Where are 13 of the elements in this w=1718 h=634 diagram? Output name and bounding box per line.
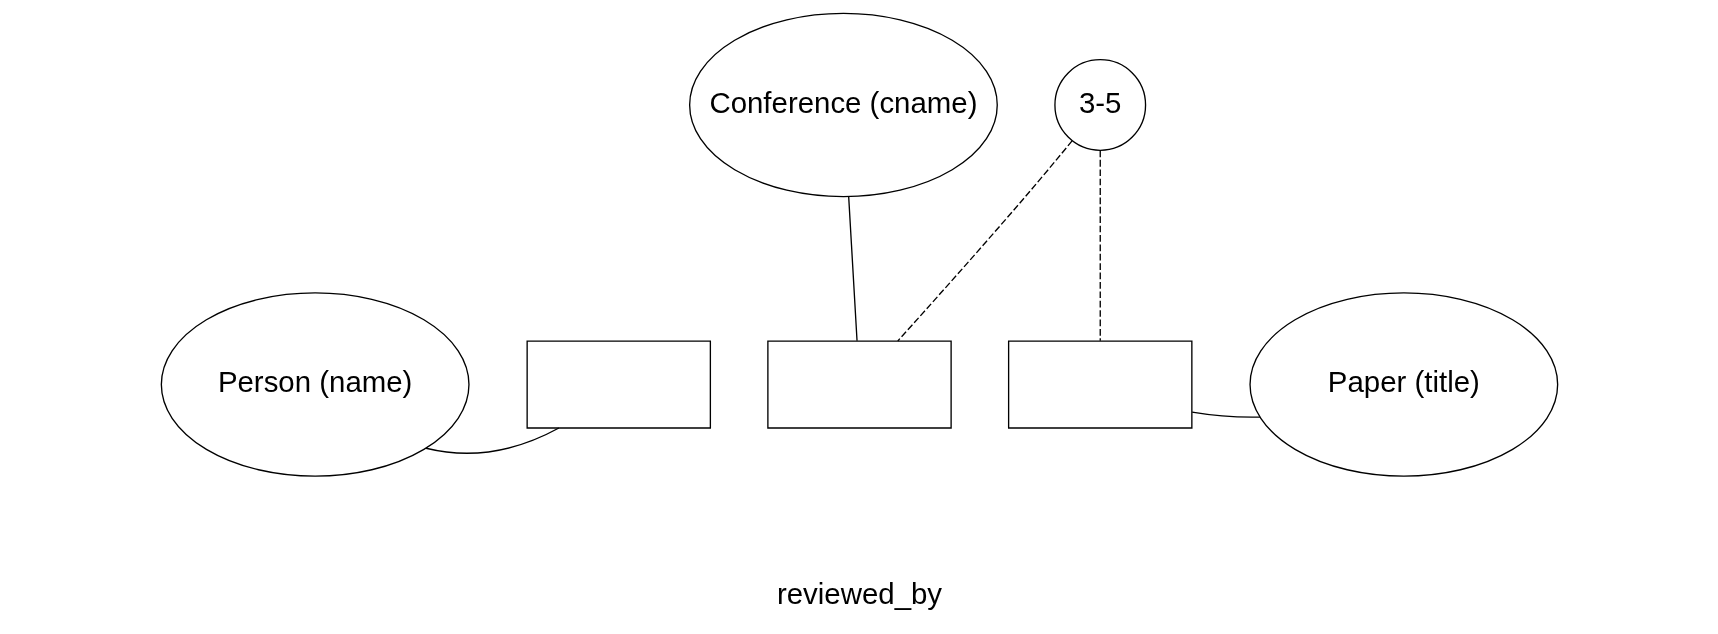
node-box	[1007, 340, 1193, 429]
node-ellipse: Conference (cname)	[688, 12, 998, 198]
connector	[1099, 150, 1101, 342]
node-box	[766, 340, 952, 429]
connector	[424, 427, 560, 454]
connector	[847, 195, 858, 342]
node-ellipse: Person (name)	[160, 292, 470, 477]
connector	[896, 140, 1073, 342]
label: reviewed_by	[776, 577, 942, 611]
node-ellipse: Paper (title)	[1248, 292, 1558, 477]
node-circle: 3-5	[1053, 59, 1146, 151]
connector	[1191, 411, 1261, 418]
node-box	[525, 340, 711, 429]
